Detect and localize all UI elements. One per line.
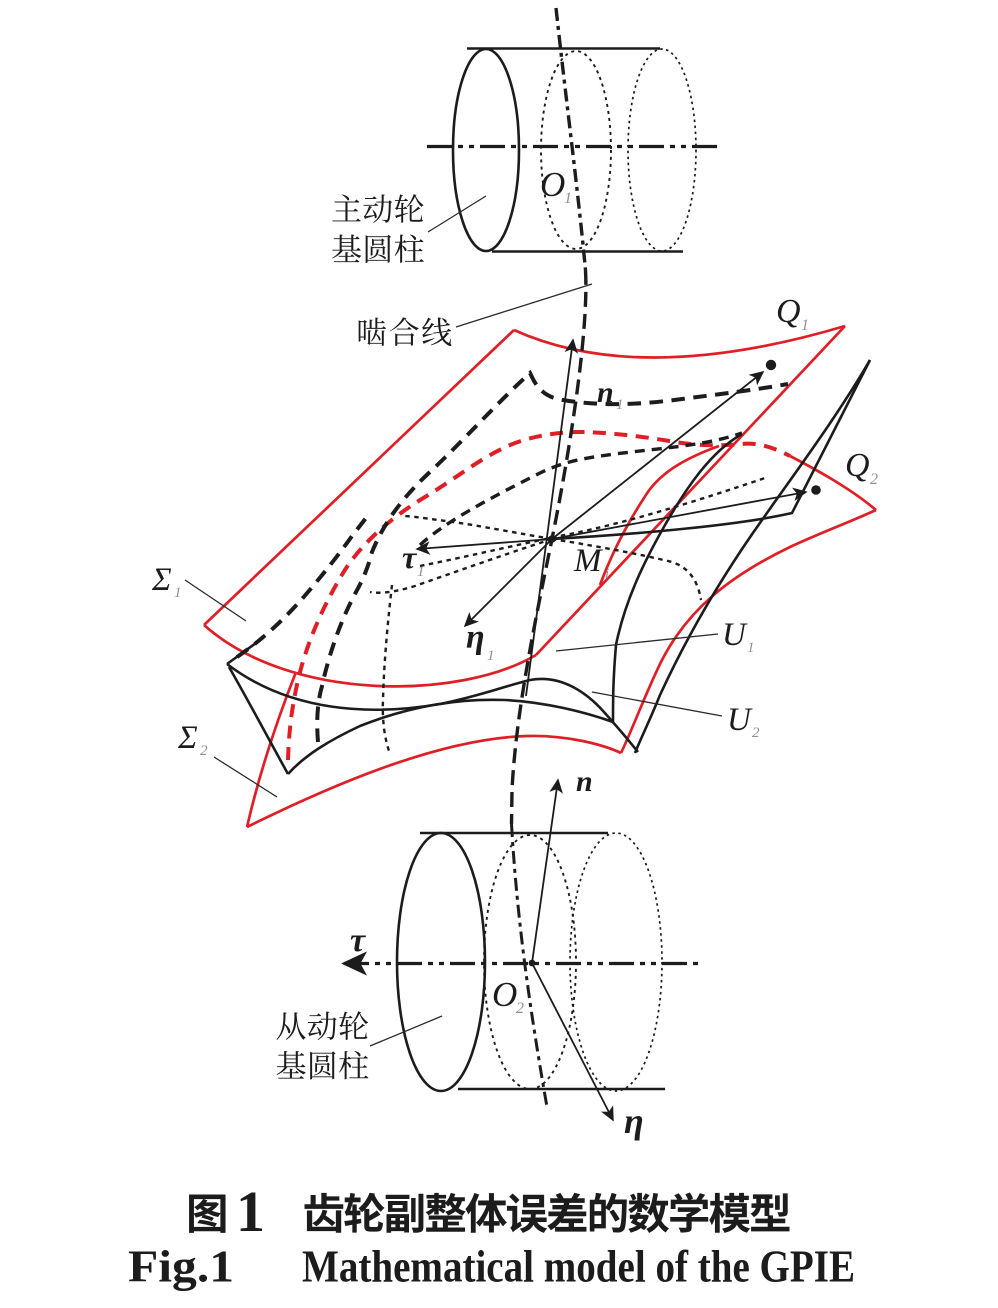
svg-text:n: n <box>597 376 614 409</box>
svg-text:n: n <box>576 765 593 798</box>
svg-text:O: O <box>540 165 565 204</box>
svg-text:1: 1 <box>801 317 809 334</box>
svg-text:η: η <box>466 619 485 656</box>
svg-text:1: 1 <box>236 1179 265 1244</box>
svg-text:τ: τ <box>350 922 366 959</box>
svg-text:Σ: Σ <box>177 720 198 756</box>
svg-text:1: 1 <box>564 190 572 207</box>
svg-text:Mathematical model of the GPIE: Mathematical model of the GPIE <box>302 1241 855 1292</box>
svg-text:Σ: Σ <box>151 562 172 598</box>
svg-text:1: 1 <box>174 585 182 601</box>
svg-text:U: U <box>727 702 753 738</box>
svg-text:2: 2 <box>516 1000 524 1017</box>
svg-text:Fig.1: Fig.1 <box>128 1241 234 1292</box>
svg-text:1: 1 <box>417 564 425 580</box>
svg-text:1: 1 <box>747 640 755 656</box>
svg-text:M: M <box>573 543 603 579</box>
svg-text:2: 2 <box>200 743 208 759</box>
svg-text:τ: τ <box>402 539 418 575</box>
svg-text:1: 1 <box>487 648 495 664</box>
svg-text:Q: Q <box>845 447 870 484</box>
svg-text:i: i <box>605 566 609 582</box>
svg-text:O: O <box>492 975 517 1014</box>
svg-text:η: η <box>624 1101 644 1141</box>
svg-text:Q: Q <box>776 293 801 330</box>
svg-text:U: U <box>722 617 748 653</box>
svg-text:2: 2 <box>870 471 878 488</box>
svg-text:1: 1 <box>616 397 624 413</box>
svg-text:2: 2 <box>752 725 760 741</box>
